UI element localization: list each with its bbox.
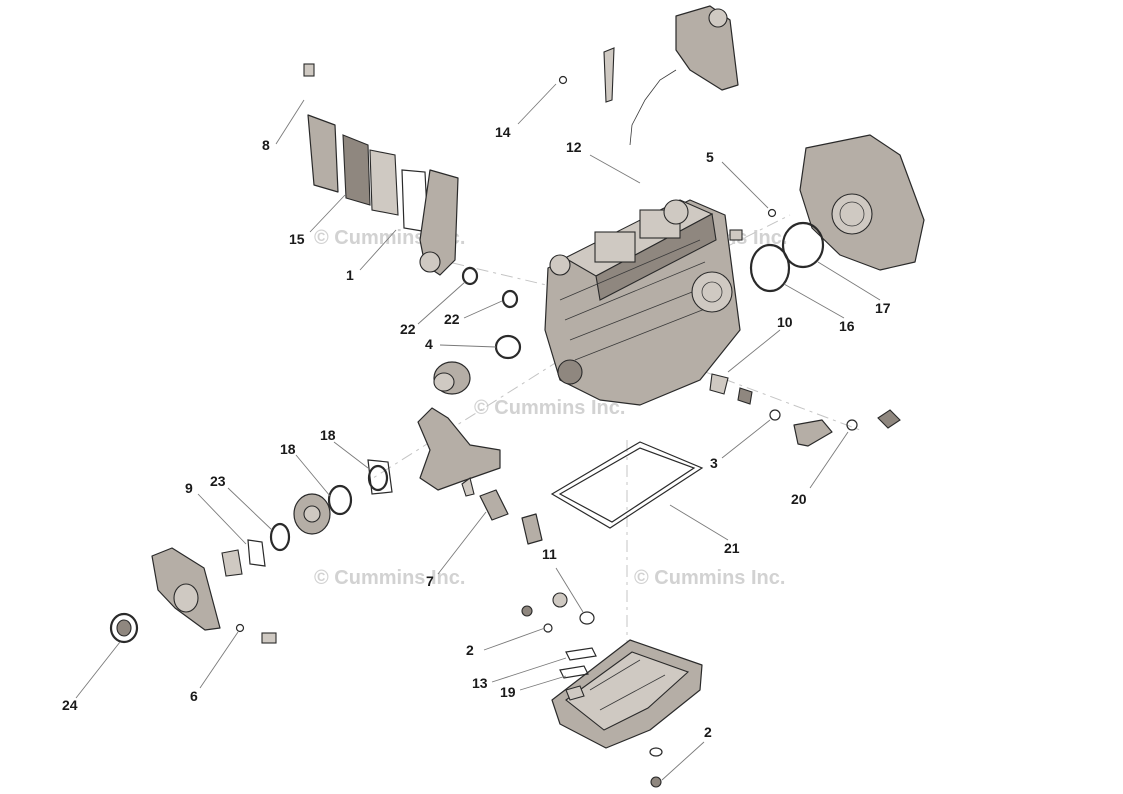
callout-18-a: 18	[320, 427, 336, 443]
callout-20: 20	[791, 491, 807, 507]
callout-8: 8	[262, 137, 270, 153]
callout-10: 10	[777, 314, 793, 330]
callout-19: 19	[500, 684, 516, 700]
watermark-bottom-left: © Cummins Inc.	[314, 567, 465, 589]
callout-13: 13	[472, 675, 488, 691]
callout-1: 1	[346, 267, 354, 283]
callout-22-b: 22	[444, 311, 460, 327]
callout-4: 4	[425, 336, 433, 352]
callout-7: 7	[426, 573, 434, 589]
callout-9: 9	[185, 480, 193, 496]
top-sensor-bracket	[558, 5, 739, 146]
callout-18-b: 18	[280, 441, 296, 457]
water-pump	[433, 266, 522, 395]
callout-23: 23	[210, 473, 226, 489]
callout-11: 11	[542, 546, 557, 562]
callout-14: 14	[495, 124, 511, 140]
callout-12: 12	[566, 139, 582, 155]
engine-block	[544, 199, 741, 406]
leader-lines	[75, 83, 881, 781]
callout-17: 17	[875, 300, 891, 316]
callout-24: 24	[62, 697, 78, 713]
front-gear-stack	[221, 459, 393, 577]
callout-5: 5	[706, 149, 714, 165]
callout-15: 15	[289, 231, 305, 247]
callout-2-b: 2	[704, 724, 712, 740]
front-cover	[109, 547, 277, 644]
oil-pan-gasket	[550, 441, 704, 529]
callout-16: 16	[839, 318, 855, 334]
oil-pan	[521, 592, 703, 788]
right-fittings	[709, 373, 901, 447]
gear-housing	[417, 407, 543, 545]
callout-3: 3	[710, 455, 718, 471]
watermark-center: © Cummins Inc.	[474, 397, 625, 419]
callout-2-a: 2	[466, 642, 474, 658]
watermark-bottom-right: © Cummins Inc.	[634, 567, 785, 589]
callout-numbers: 8 15 1 22 22 4 14 12 5 17 16 10 3 20 21 …	[62, 124, 891, 740]
callout-6: 6	[190, 688, 198, 704]
callout-22-a: 22	[400, 321, 416, 337]
callout-21: 21	[724, 540, 740, 556]
flywheel-housing	[729, 134, 925, 293]
oil-cooler-assembly	[303, 63, 459, 276]
